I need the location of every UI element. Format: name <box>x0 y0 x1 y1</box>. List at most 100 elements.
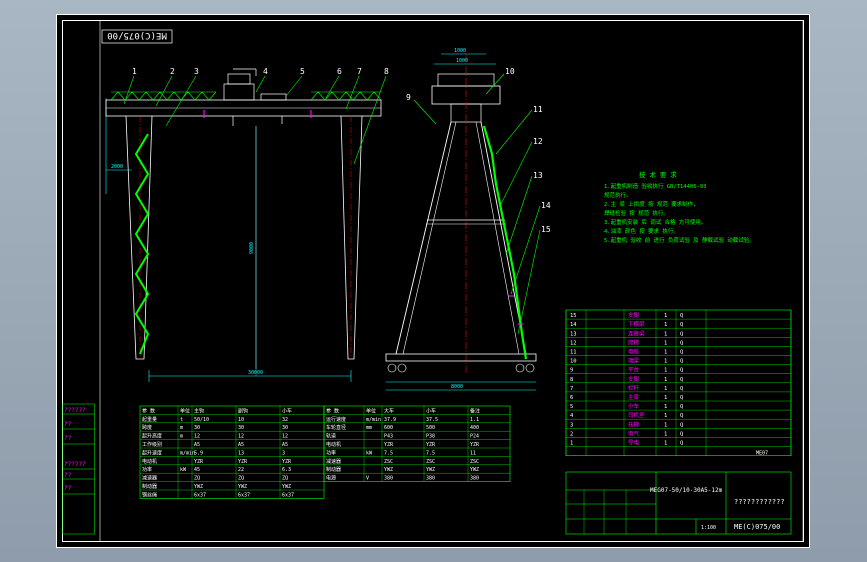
part-qty: 1 <box>664 322 667 328</box>
spec-cell: 7.5 <box>426 450 435 456</box>
spec-frame <box>323 405 511 482</box>
technical-notes: 技 术 要 求 1.起重机制造 验收执行 GB/T14406-93 规范执行。 … <box>604 170 755 244</box>
spec-cell: 6x37 <box>238 492 250 498</box>
spec-cell: YZR <box>470 442 480 448</box>
spec-cell: 600 <box>384 425 393 431</box>
part-material: Q <box>680 359 683 365</box>
part-qty: 1 <box>664 404 667 410</box>
spec-cell: P24 <box>470 434 479 440</box>
spec-cell: 12 <box>282 434 288 440</box>
svg-text:??: ?? <box>64 421 72 428</box>
svg-text:1: 1 <box>132 67 137 76</box>
part-name: 电气 <box>628 429 640 437</box>
part-material: Q <box>680 413 683 419</box>
svg-text:4: 4 <box>263 67 268 76</box>
spec-cell: 37.5 <box>426 417 438 423</box>
svg-text:1.起重机制造 验收执行 GB/T14406-93: 1.起重机制造 验收执行 GB/T14406-93 <box>604 182 706 190</box>
spec-cell: 跨度 <box>142 424 152 431</box>
part-number: 7 <box>570 386 573 392</box>
spec-cell: A5 <box>282 442 288 448</box>
spec-cell: t <box>180 417 183 423</box>
spec-cell: 电动机 <box>326 441 341 448</box>
spec-cell: ZQ <box>282 476 288 482</box>
spec-cell: 功率 <box>142 466 152 473</box>
part-number: 3 <box>570 422 573 428</box>
part-name: 栏杆 <box>628 384 640 392</box>
drawing-sheet[interactable]: ME(C)075/00 <box>56 14 810 548</box>
left-leg <box>125 115 153 360</box>
side-leader-labels: 9 10 11 12 13 14 15 <box>406 67 551 234</box>
spec-header-cell: 小车 <box>282 407 292 414</box>
spec-cell: 37.9 <box>384 417 396 423</box>
spec-cell: YZR <box>282 459 292 465</box>
spec-cell: 轨道 <box>326 433 336 440</box>
part-qty: 1 <box>664 368 667 374</box>
svg-text:13: 13 <box>533 171 543 180</box>
spec-cell: mm <box>366 425 372 431</box>
part-name: 平台 <box>628 366 640 374</box>
spec-cell: 11 <box>470 450 476 456</box>
spec-cell: P43 <box>384 434 393 440</box>
svg-text:3.起重机安装 后 调试 合格 方可使用。: 3.起重机安装 后 调试 合格 方可使用。 <box>604 218 706 226</box>
part-qty: 1 <box>664 441 667 447</box>
svg-text:9: 9 <box>406 93 411 102</box>
part-name: 支腿 <box>628 311 640 319</box>
cad-drawing[interactable]: ME(C)075/00 <box>56 14 810 548</box>
spec-cell: 30 <box>282 425 288 431</box>
svg-text:10: 10 <box>505 67 515 76</box>
spec-cell: ZSC <box>470 459 479 465</box>
spec-header-cell: 主钩 <box>194 407 204 414</box>
part-name: 主梁 <box>628 393 640 401</box>
spec-cell: A5 <box>238 442 244 448</box>
side-magenta-marks <box>509 295 523 325</box>
title-block[interactable] <box>565 471 792 535</box>
rotated-code-box: ME(C)075/00 <box>101 29 173 44</box>
spec-cell: 13 <box>238 450 244 456</box>
spec-header-cell: 大车 <box>384 407 394 414</box>
part-number: 6 <box>570 395 573 401</box>
svg-text:??????: ?????? <box>64 407 86 414</box>
spec-cell: 车轮直径 <box>326 424 346 431</box>
spec-cell: 22 <box>238 467 244 473</box>
dim-span-label: 30000 <box>248 370 263 376</box>
spec-cell: 起升速度 <box>142 449 162 456</box>
title-block-model: MEG07-50/10-30A5-12m <box>650 487 723 494</box>
spec-cell: 10 <box>238 417 244 423</box>
part-number: 1 <box>570 441 573 447</box>
spec-cell: YWZ <box>384 467 393 473</box>
part-number: 4 <box>570 413 574 419</box>
part-material: Q <box>680 350 683 356</box>
part-number: 14 <box>570 322 577 328</box>
part-material: Q <box>680 404 683 410</box>
spec-cell: YZR <box>384 442 394 448</box>
svg-text:5: 5 <box>300 67 305 76</box>
spec-header-cell: 备注 <box>470 407 480 414</box>
svg-text:2.主 梁 上拱度 按 规范 要求制作，: 2.主 梁 上拱度 按 规范 要求制作， <box>604 200 699 208</box>
spec-cell: 制动器 <box>326 466 341 473</box>
svg-text:4.油漆 颜色 按 要求 执行。: 4.油漆 颜色 按 要求 执行。 <box>604 227 679 235</box>
part-material: Q <box>680 377 683 383</box>
